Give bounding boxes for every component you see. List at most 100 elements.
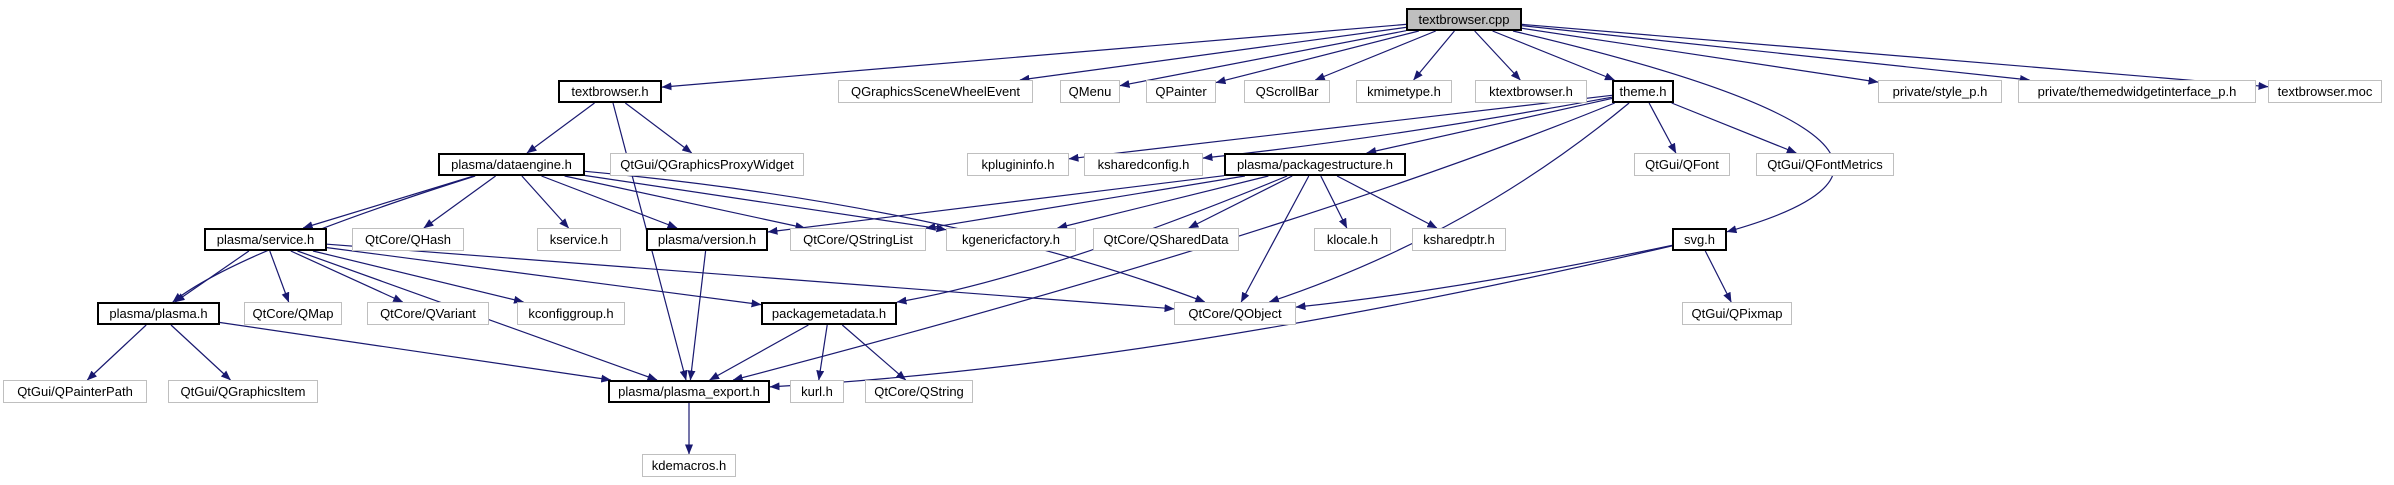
- include-edge-packagestructure-to-qobject: [1240, 175, 1310, 303]
- graph-node-proxywidget: QtGui/QGraphicsProxyWidget: [610, 153, 804, 176]
- node-label: ksharedptr.h: [1423, 232, 1495, 247]
- node-label: QGraphicsSceneWheelEvent: [850, 84, 1021, 99]
- node-label: kdemacros.h: [651, 458, 727, 473]
- node-label: kconfiggroup.h: [528, 306, 614, 321]
- include-edge-dataengine-to-version: [541, 175, 678, 229]
- include-edge-cpp-to-ktextbrowser: [1474, 30, 1521, 81]
- graph-node-ksharedptr: ksharedptr.h: [1412, 228, 1506, 251]
- node-label: kmimetype.h: [1367, 84, 1441, 99]
- node-label: QtCore/QString: [874, 384, 964, 399]
- node-label: ktextbrowser.h: [1489, 84, 1573, 99]
- graph-node-kmimetype: kmimetype.h: [1356, 80, 1452, 103]
- graph-node-textbrowser-h[interactable]: textbrowser.h: [558, 80, 662, 103]
- include-edge-cpp-to-qgswe: [1019, 26, 1407, 83]
- graph-node-theme[interactable]: theme.h: [1612, 80, 1674, 103]
- include-edge-cpp-to-qpainter: [1215, 30, 1419, 85]
- include-edge-theme-to-qfont: [1648, 102, 1677, 154]
- include-edge-theme-to-packagestructure: [1366, 97, 1613, 155]
- graph-node-qpainter: QPainter: [1146, 80, 1216, 103]
- graph-node-painterpath: QtGui/QPainterPath: [3, 380, 147, 403]
- include-edge-cpp-to-moc: [1521, 23, 2269, 90]
- node-label: private/themedwidgetinterface_p.h: [2037, 84, 2237, 99]
- include-edge-packagestructure-to-qshareddata: [1188, 175, 1293, 229]
- include-edge-textbrowser_h-to-dataengine: [526, 102, 595, 154]
- node-label: plasma/dataengine.h: [451, 157, 572, 172]
- include-edge-service-to-qvariant: [290, 250, 404, 303]
- include-edge-packagestructure-to-ksharedptr: [1336, 175, 1438, 229]
- include-edge-packagemetadata-to-qstring: [841, 324, 907, 381]
- node-label: ksharedconfig.h: [1097, 157, 1190, 172]
- graph-node-packagestructure[interactable]: plasma/packagestructure.h: [1224, 153, 1406, 176]
- include-edge-packagestructure-to-klocale: [1320, 175, 1348, 229]
- include-edge-packagestructure-to-packagemetadata: [896, 175, 1288, 305]
- include-edge-theme-to-qobject: [1268, 102, 1630, 303]
- node-label: QtCore/QSharedData: [1103, 232, 1229, 247]
- include-edge-dataengine-to-kgenericfactory: [584, 174, 947, 233]
- include-edge-packagestructure-to-qstringlist: [925, 175, 1245, 231]
- include-edge-packagemetadata-to-plasma_export: [709, 324, 809, 381]
- graph-node-qhash: QtCore/QHash: [352, 228, 464, 251]
- include-edge-cpp-to-themedwidget: [1521, 25, 2030, 83]
- include-edge-svg-to-plasma_export: [769, 245, 1673, 391]
- include-edge-cpp-to-textbrowser_h: [661, 23, 1407, 91]
- include-edge-version-to-plasma_export: [687, 250, 707, 381]
- graph-node-packagemetadata[interactable]: packagemetadata.h: [761, 302, 897, 325]
- node-label: QPainter: [1155, 84, 1207, 99]
- include-edge-cpp-to-qscrollbar: [1314, 30, 1436, 81]
- node-label: textbrowser.h: [571, 84, 649, 99]
- graph-node-qscrollbar: QScrollBar: [1244, 80, 1330, 103]
- graph-node-qmenu: QMenu: [1060, 80, 1120, 103]
- include-edge-dataengine-to-kservice: [521, 175, 570, 229]
- node-label: QScrollBar: [1255, 84, 1319, 99]
- include-edge-plasma_h-to-plasma_export: [219, 321, 612, 383]
- node-label: QtCore/QStringList: [803, 232, 913, 247]
- include-edge-cpp-to-qmenu: [1119, 30, 1407, 88]
- graph-node-moc: textbrowser.moc: [2268, 80, 2382, 103]
- include-edge-packagemetadata-to-kurl: [816, 324, 828, 381]
- graph-node-service[interactable]: plasma/service.h: [204, 228, 327, 251]
- include-edge-dataengine-to-qobject: [584, 170, 1206, 303]
- node-label: packagemetadata.h: [771, 306, 887, 321]
- graph-node-qmap: QtCore/QMap: [244, 302, 342, 325]
- include-edge-service-to-kconfiggroup: [312, 250, 524, 304]
- graph-node-qpixmap: QtGui/QPixmap: [1682, 302, 1792, 325]
- include-edge-cpp-to-svg: [1512, 30, 1835, 234]
- node-label: kservice.h: [549, 232, 609, 247]
- node-label: theme.h: [1619, 84, 1667, 99]
- node-label: QtGui/QPainterPath: [17, 384, 133, 399]
- node-label: kgenericfactory.h: [961, 232, 1061, 247]
- include-edge-service-to-packagemetadata: [326, 247, 762, 308]
- include-edge-svg-to-qobject: [1295, 244, 1673, 311]
- include-edge-service-to-plasma_h: [174, 250, 250, 303]
- include-edge-service-to-qobject: [326, 243, 1175, 313]
- graph-node-ktextbrowser: ktextbrowser.h: [1475, 80, 1587, 103]
- node-label: QtGui/QFontMetrics: [1767, 157, 1883, 172]
- graph-node-ksharedconfig: ksharedconfig.h: [1084, 153, 1203, 176]
- node-label: QtGui/QPixmap: [1691, 306, 1783, 321]
- graph-node-qstring: QtCore/QString: [865, 380, 973, 403]
- graph-node-plasma-h[interactable]: plasma/plasma.h: [97, 302, 220, 325]
- graph-node-dataengine[interactable]: plasma/dataengine.h: [438, 153, 585, 176]
- graph-node-version[interactable]: plasma/version.h: [646, 228, 768, 251]
- node-label: textbrowser.moc: [2277, 84, 2373, 99]
- node-label: QtCore/QObject: [1188, 306, 1282, 321]
- graph-node-kurl: kurl.h: [790, 380, 844, 403]
- node-label: QtGui/QGraphicsProxyWidget: [620, 157, 794, 172]
- include-edge-cpp-to-kmimetype: [1413, 30, 1455, 81]
- graph-node-kconfiggroup: kconfiggroup.h: [517, 302, 625, 325]
- graph-node-kdemacros: kdemacros.h: [642, 454, 736, 477]
- node-label: plasma/version.h: [657, 232, 757, 247]
- graph-node-plasma-export[interactable]: plasma/plasma_export.h: [608, 380, 770, 403]
- graph-node-svg[interactable]: svg.h: [1672, 228, 1727, 251]
- include-edge-plasma_h-to-graphicsitem: [170, 324, 231, 381]
- graph-node-kplugininfo: kplugininfo.h: [967, 153, 1069, 176]
- node-label: plasma/service.h: [216, 232, 315, 247]
- include-edge-textbrowser_h-to-proxywidget: [624, 102, 693, 154]
- graph-node-klocale: klocale.h: [1314, 228, 1391, 251]
- include-edge-theme-to-ksharedconfig: [1202, 96, 1613, 162]
- include-edge-cpp-to-style_p: [1521, 27, 1879, 85]
- graph-node-kservice: kservice.h: [537, 228, 621, 251]
- node-label: kurl.h: [801, 384, 833, 399]
- include-edge-service-to-qmap: [269, 250, 290, 303]
